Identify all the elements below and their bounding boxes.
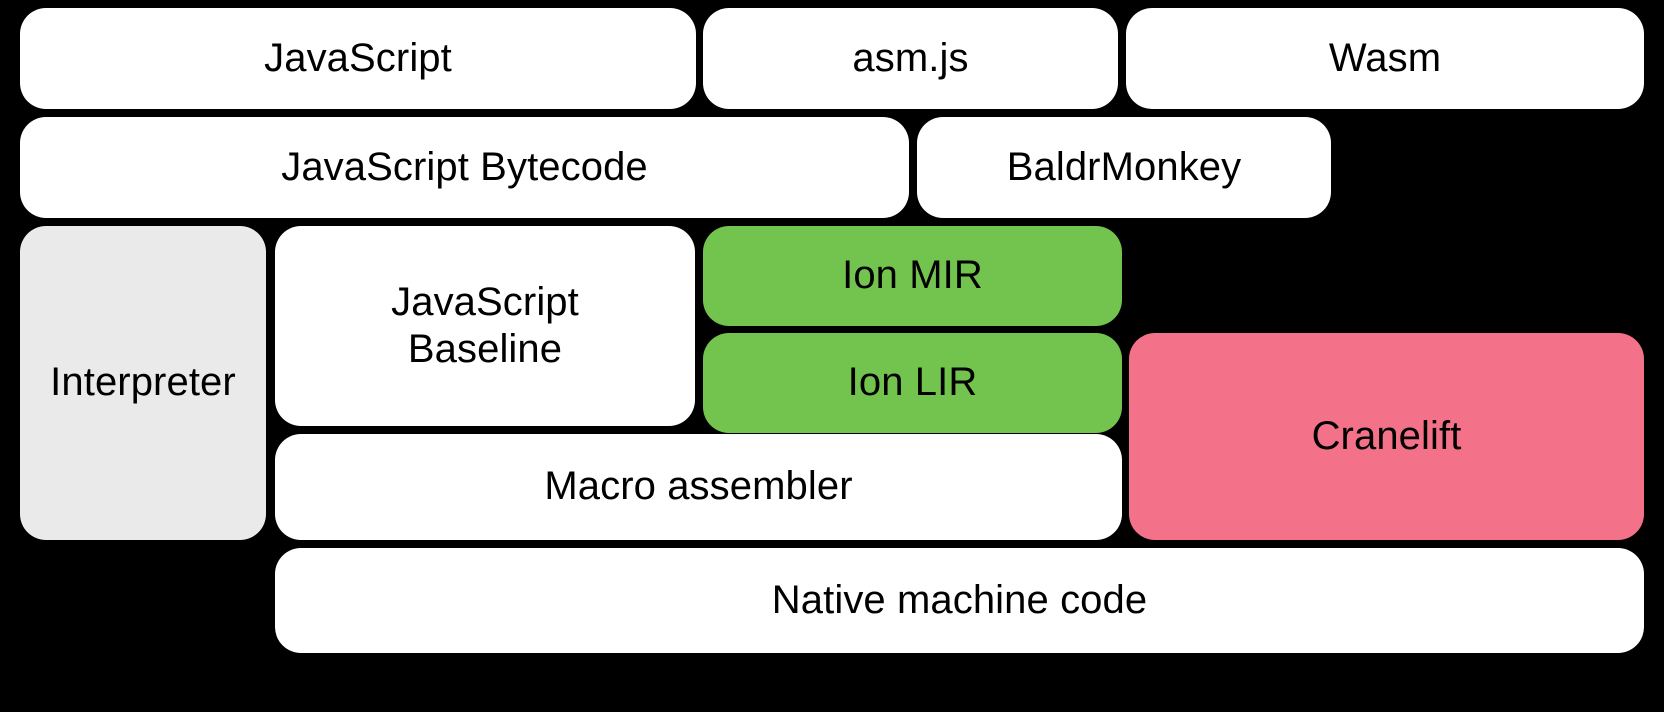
node-label-ion-lir: Ion LIR <box>847 360 978 405</box>
node-label-wasm: Wasm <box>1328 35 1442 80</box>
node-label-asm-js: asm.js <box>852 35 969 80</box>
node-label-baldrmonkey: BaldrMonkey <box>1006 144 1242 189</box>
node-label-cranelift: Cranelift <box>1311 413 1462 458</box>
node-baldrmonkey[interactable]: BaldrMonkey <box>917 117 1331 218</box>
node-cranelift[interactable]: Cranelift <box>1129 333 1644 540</box>
node-ion-mir[interactable]: Ion MIR <box>703 226 1122 326</box>
node-label-javascript: JavaScript <box>264 35 452 80</box>
node-native-machine-code[interactable]: Native machine code <box>275 548 1644 653</box>
node-label-javascript-bytecode: JavaScript Bytecode <box>281 144 648 189</box>
node-label-native-machine-code: Native machine code <box>771 577 1148 622</box>
node-macro-assembler[interactable]: Macro assembler <box>275 434 1122 540</box>
node-wasm[interactable]: Wasm <box>1126 8 1644 109</box>
node-ion-lir[interactable]: Ion LIR <box>703 333 1122 433</box>
node-javascript-bytecode[interactable]: JavaScript Bytecode <box>20 117 909 218</box>
node-label-javascript-baseline: JavaScript Baseline <box>391 279 579 371</box>
node-label-ion-mir: Ion MIR <box>842 253 983 298</box>
node-label-macro-assembler: Macro assembler <box>544 464 853 509</box>
node-javascript[interactable]: JavaScript <box>20 8 696 109</box>
node-asm-js[interactable]: asm.js <box>703 8 1118 109</box>
node-label-interpreter: Interpreter <box>50 360 236 405</box>
node-javascript-baseline[interactable]: JavaScript Baseline <box>275 226 695 426</box>
node-interpreter[interactable]: Interpreter <box>20 226 266 540</box>
